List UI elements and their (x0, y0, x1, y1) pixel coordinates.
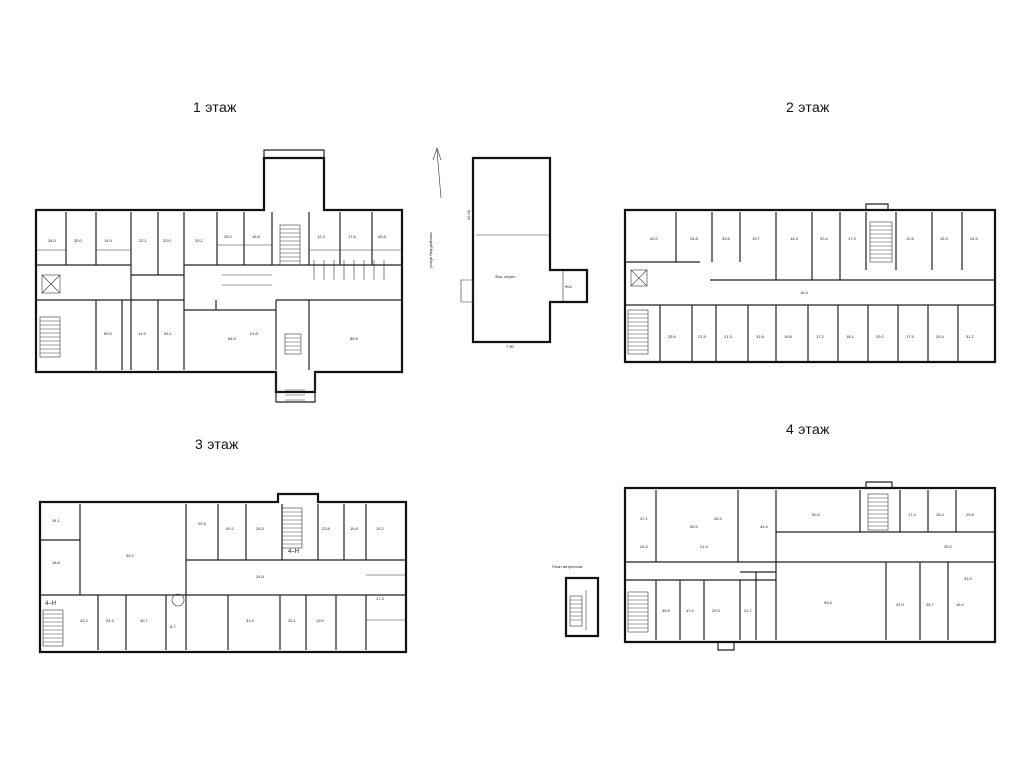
floor-3-plan: 4–Н 4–Н 34.1 18.8 39.2 20.5 40.2 24.5 23… (38, 492, 408, 654)
room-area: 22.1 (139, 238, 148, 243)
floor-1-plan: 34.5 30.0 14.9 22.1 33.0 20.2 35.0 16.8 … (34, 149, 404, 403)
room-area: 34.5 (48, 238, 57, 243)
room-area: 39.2 (126, 553, 135, 558)
room-area: 18.1 (846, 334, 855, 339)
room-area: 30.0 (74, 238, 83, 243)
room-area: 8.7 (170, 624, 176, 629)
floor-4-title: 4 этаж (786, 421, 830, 437)
room-area: 20.2 (195, 238, 204, 243)
street-label: улица Гвардейская (428, 232, 433, 268)
annex-hall-label: Фок. перех. (495, 274, 516, 279)
floor-1-title: 1 этаж (193, 99, 237, 115)
room-area: 31.8 (756, 334, 765, 339)
room-area: 33.6 (722, 236, 731, 241)
room-area: 24.3 (106, 618, 115, 623)
room-area: 21.9 (896, 602, 905, 607)
room-area: 24.8 (690, 236, 699, 241)
room-area: 26.1 (164, 331, 173, 336)
mezzanine-plan: План антресоли (552, 564, 600, 638)
room-area: 20.5 (198, 521, 207, 526)
room-area: 69.9 (104, 331, 113, 336)
room-area: 21.7 (744, 608, 753, 613)
room-area: 16.4 (956, 602, 965, 607)
room-area: 47.2 (686, 608, 695, 613)
room-area: 15.3 (940, 236, 949, 241)
annex-plan: Фок. перех. Ф/А 42.00 7.00 улица Гвардей… (428, 147, 589, 349)
room-area: 42.2 (80, 618, 89, 623)
room-area: 14.9 (104, 238, 113, 243)
room-area: 15.2 (376, 526, 385, 531)
room-area: 34.1 (52, 518, 61, 523)
room-area: 30.0 (944, 544, 953, 549)
annex-bottom-dimension: 7.00 (506, 344, 515, 349)
room-area: 44.4 (760, 524, 769, 529)
annex-side-label: Ф/А (565, 284, 572, 289)
room-area: 21.9 (698, 334, 707, 339)
floor-4-plan: 37.1 50.9 26.9 44.4 50.5 17.4 93.6 15.4 … (623, 481, 997, 651)
room-area: 17.3 (376, 596, 385, 601)
room-area: 17.9 (848, 236, 857, 241)
room-area: 19.8 (784, 334, 793, 339)
room-area: 50.5 (812, 512, 821, 517)
room-area: 35.0 (224, 234, 233, 239)
room-area: 26.9 (714, 516, 723, 521)
room-area: 40.2 (226, 526, 235, 531)
room-area: 20.1 (288, 618, 297, 623)
room-area: 17.6 (348, 234, 357, 239)
room-area: 16.8 (252, 234, 261, 239)
room-area: 12.6 (906, 236, 915, 241)
room-area: 35.8 (662, 608, 671, 613)
room-area: 29.1 (876, 334, 885, 339)
room-area: 24.5 (970, 236, 979, 241)
room-area: 14.4 (790, 236, 799, 241)
room-area: 29.3 (712, 608, 721, 613)
room-area: 24.5 (256, 526, 265, 531)
room-area: 20.4 (820, 236, 829, 241)
room-area: 14.5 (138, 331, 147, 336)
room-area: 37.1 (640, 516, 649, 521)
stair-mark: 4–Н (288, 549, 299, 555)
floor-3-title: 3 этаж (195, 436, 239, 452)
room-area: 19.0 (316, 618, 325, 623)
room-area: 23.8 (322, 526, 331, 531)
room-area: 29.6 (966, 512, 975, 517)
room-area: 17.5 (906, 334, 915, 339)
room-area: 21.3 (724, 334, 733, 339)
room-area: 86.5 (350, 336, 359, 341)
room-area: 40.7 (140, 618, 149, 623)
annex-top-dimension: 42.00 (466, 209, 471, 220)
room-area: 16.8 (350, 526, 359, 531)
room-area: 12.3 (317, 234, 326, 239)
stair-mark: 4–Н (45, 601, 56, 607)
room-area: 24.8 (256, 574, 265, 579)
floor-2-title: 2 этаж (786, 99, 830, 115)
room-area: 26.8 (378, 234, 387, 239)
room-area: 15.4 (936, 512, 945, 517)
room-area: 17.2 (816, 334, 825, 339)
room-area: 42.0 (650, 236, 659, 241)
mezzanine-title: План антресоли (552, 564, 582, 569)
room-area: 24.3 (640, 544, 649, 549)
room-area: 17.4 (908, 512, 917, 517)
room-area: 25.7 (926, 602, 935, 607)
floor-2-plan: 42.0 24.8 33.6 19.7 14.4 20.4 17.9 12.6 … (623, 203, 997, 364)
room-area: 16.4 (800, 290, 809, 295)
room-area: 19.7 (752, 236, 761, 241)
room-area: 50.9 (690, 524, 699, 529)
room-area: 21.5 (700, 544, 709, 549)
room-area: 18.8 (52, 560, 61, 565)
room-area: 29.4 (936, 334, 945, 339)
room-area: 21.0 (250, 331, 259, 336)
room-area: 25.6 (668, 334, 677, 339)
room-area: 33.0 (163, 238, 172, 243)
room-area: 93.6 (824, 600, 833, 605)
room-area: 84.0 (228, 336, 237, 341)
room-area: 33.9 (964, 576, 973, 581)
room-area: 31.9 (246, 618, 255, 623)
room-area: 31.2 (966, 334, 975, 339)
